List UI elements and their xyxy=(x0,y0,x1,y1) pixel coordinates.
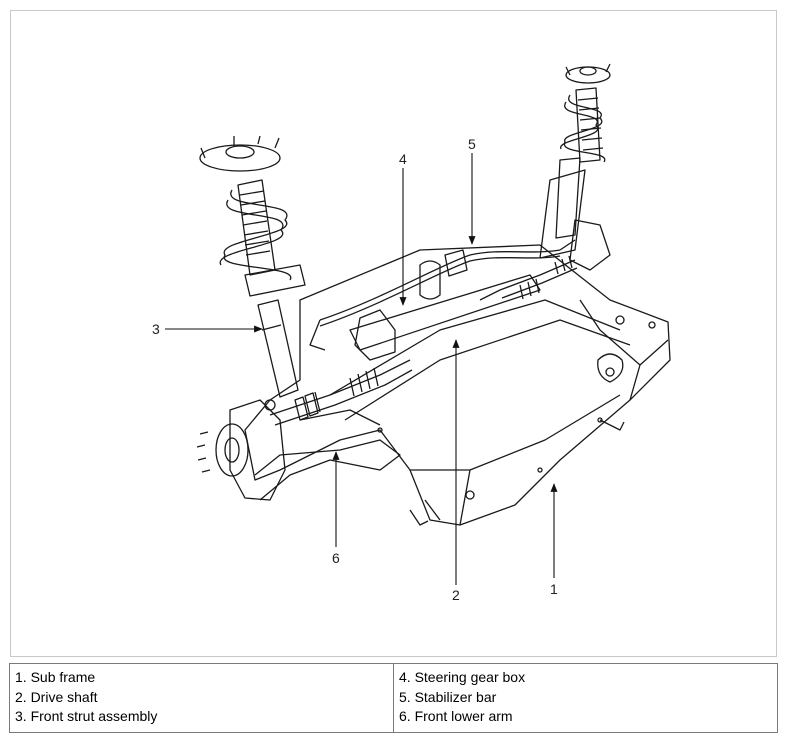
legend-item-sub-frame: 1. Sub frame xyxy=(15,669,96,685)
callout-6: 6 xyxy=(332,550,340,566)
parts-legend-table: 1. Sub frame 2. Drive shaft 3. Front str… xyxy=(9,663,778,733)
figure-frame xyxy=(10,10,777,657)
legend-column-left: 1. Sub frame 2. Drive shaft 3. Front str… xyxy=(9,663,394,733)
callout-3: 3 xyxy=(152,321,160,337)
left-front-strut xyxy=(199,135,306,398)
left-knuckle-hub xyxy=(196,399,286,501)
legend-item-front-strut-assembly: 3. Front strut assembly xyxy=(15,708,158,724)
callout-4: 4 xyxy=(399,151,407,167)
steering-gear-box xyxy=(349,249,541,361)
legend-row: 1. Sub frame 2. Drive shaft 3. Front str… xyxy=(9,663,778,733)
legend-item-stabilizer-bar: 5. Stabilizer bar xyxy=(399,688,497,705)
sub-frame xyxy=(244,244,671,526)
front-suspension-illustration: 1 2 3 4 5 6 xyxy=(152,63,671,603)
stabilizer-bar xyxy=(309,239,576,351)
callout-1: 1 xyxy=(550,581,558,597)
legend-column-right: 4. Steering gear box 5. Stabilizer bar 6… xyxy=(393,663,778,733)
callout-2: 2 xyxy=(452,587,460,603)
right-front-strut xyxy=(539,63,611,271)
legend-item-drive-shaft: 2. Drive shaft xyxy=(15,688,98,705)
drive-shaft xyxy=(269,255,578,426)
callout-5: 5 xyxy=(468,136,476,152)
legend-item-steering-gear-box: 4. Steering gear box xyxy=(399,669,526,685)
front-lower-arm xyxy=(254,409,401,501)
legend-item-front-lower-arm: 6. Front lower arm xyxy=(399,708,513,724)
